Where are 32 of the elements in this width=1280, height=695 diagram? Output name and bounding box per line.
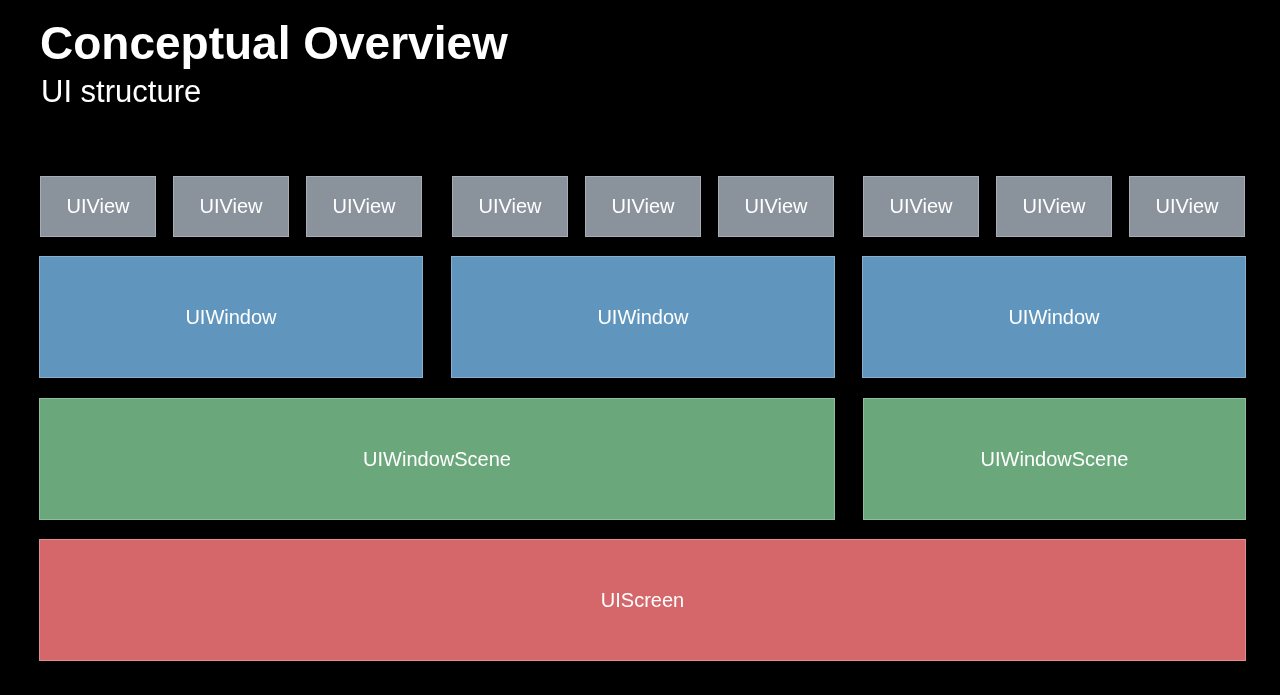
block-label: UIView — [1022, 195, 1086, 218]
block-label: UIView — [332, 195, 396, 218]
layer-block — [718, 176, 834, 237]
layer-block — [39, 256, 423, 378]
layer-block — [862, 256, 1246, 378]
block-label: UIView — [478, 195, 542, 218]
block-label: UIView — [611, 195, 675, 218]
block-label: UIView — [66, 195, 130, 218]
layer-block — [452, 176, 568, 237]
block-label: UIWindowScene — [980, 447, 1129, 471]
block-label: UIWindow — [1008, 305, 1100, 329]
layer-block — [40, 176, 156, 237]
layer-block — [39, 539, 1246, 661]
layer-block — [996, 176, 1112, 237]
block-label: UIView — [199, 195, 263, 218]
block-label: UIView — [744, 195, 808, 218]
layer-block — [585, 176, 701, 237]
layer-block — [451, 256, 835, 378]
layer-block — [863, 176, 979, 237]
block-label: UIView — [889, 195, 953, 218]
layer-block — [1129, 176, 1245, 237]
block-label: UIView — [1155, 195, 1219, 218]
layer-block — [863, 398, 1246, 520]
layer-block — [173, 176, 289, 237]
block-label: UIWindow — [597, 305, 689, 329]
layer-block — [39, 398, 835, 520]
block-label: UIWindow — [185, 305, 277, 329]
subtitle: UI structure — [41, 74, 202, 110]
block-label: UIScreen — [600, 588, 685, 612]
layer-block — [306, 176, 422, 237]
title: Conceptual Overview — [40, 16, 508, 70]
block-label: UIWindowScene — [363, 447, 511, 471]
